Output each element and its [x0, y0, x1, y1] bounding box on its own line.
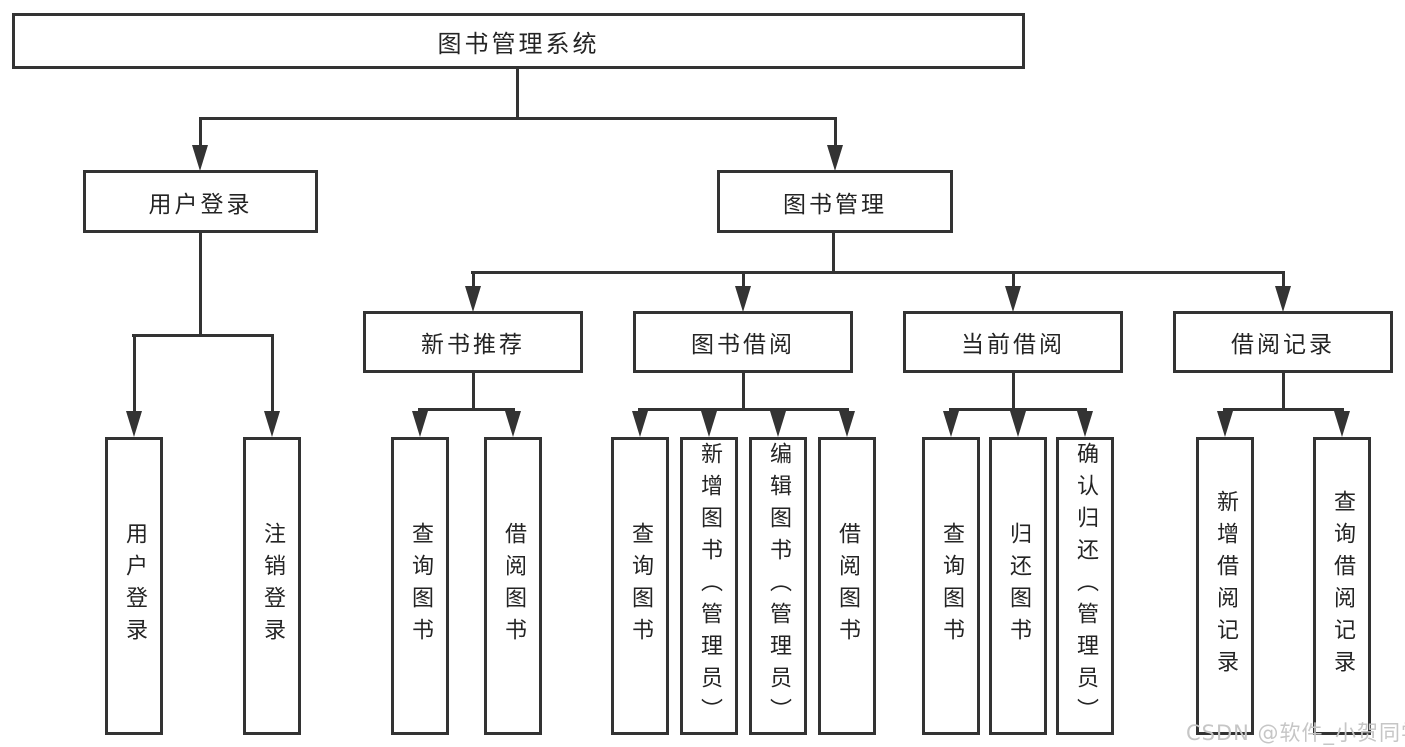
- leaf-add-borrow-record: 新增借阅记录: [1196, 437, 1254, 735]
- leaf-query-books-borrowing: 查询图书: [611, 437, 669, 735]
- connector-vline: [472, 271, 475, 287]
- connector-vline: [1012, 373, 1015, 410]
- node-label: 归还图书: [1006, 522, 1031, 650]
- connector-vline: [832, 233, 835, 273]
- leaf-edit-books-admin: 编辑图书（管理员）: [749, 437, 807, 735]
- connector-vline: [834, 117, 837, 147]
- connector-vline: [1282, 373, 1285, 410]
- node-label: 注销登录: [260, 522, 285, 650]
- arrow-down-icon: [1217, 411, 1233, 437]
- leaf-borrow-books-recommend: 借阅图书: [484, 437, 542, 735]
- arrow-down-icon: [1275, 286, 1291, 312]
- arrow-down-icon: [412, 411, 428, 437]
- node-label: 新书推荐: [421, 332, 525, 358]
- node-label: 借阅图书: [835, 522, 860, 650]
- node-label: 查询借阅记录: [1330, 490, 1355, 682]
- arrow-down-icon: [465, 286, 481, 312]
- arrow-down-icon: [943, 411, 959, 437]
- connector-hline: [199, 117, 836, 120]
- connector-vline: [472, 373, 475, 410]
- node-label: 确认归还（管理员）: [1073, 442, 1098, 730]
- arrow-down-icon: [839, 411, 855, 437]
- connector-vline: [271, 334, 274, 414]
- connector-hline: [638, 408, 849, 411]
- arrow-down-icon: [632, 411, 648, 437]
- connector-hline: [471, 271, 1285, 274]
- arrow-down-icon: [701, 411, 717, 437]
- node-label: 新增图书（管理员）: [697, 442, 722, 730]
- connector-vline: [199, 117, 202, 147]
- connector-vline: [1012, 271, 1015, 287]
- connector-vline: [742, 373, 745, 410]
- leaf-logout: 注销登录: [243, 437, 301, 735]
- node-label: 图书借阅: [691, 332, 795, 358]
- node-label: 图书管理系统: [437, 29, 600, 58]
- connector-hline: [1223, 408, 1344, 411]
- leaf-query-books-recommend: 查询图书: [391, 437, 449, 735]
- arrow-down-icon: [1077, 411, 1093, 437]
- node-label: 借阅记录: [1231, 332, 1335, 358]
- node-label: 借阅图书: [501, 522, 526, 650]
- node-book-borrowing: 图书借阅: [633, 311, 853, 373]
- arrow-down-icon: [192, 145, 208, 171]
- node-book-management: 图书管理: [717, 170, 953, 233]
- leaf-confirm-return-admin: 确认归还（管理员）: [1056, 437, 1114, 735]
- node-label: 查询图书: [939, 522, 964, 650]
- arrow-down-icon: [827, 145, 843, 171]
- node-label: 当前借阅: [961, 332, 1065, 358]
- arrow-down-icon: [264, 411, 280, 437]
- node-label: 编辑图书（管理员）: [766, 442, 791, 730]
- node-current-borrowing: 当前借阅: [903, 311, 1123, 373]
- leaf-query-books-current: 查询图书: [922, 437, 980, 735]
- node-label: 查询图书: [408, 522, 433, 650]
- leaf-return-books: 归还图书: [989, 437, 1047, 735]
- connector-vline: [516, 68, 519, 118]
- node-borrowing-records: 借阅记录: [1173, 311, 1393, 373]
- connector-vline: [1282, 271, 1285, 287]
- connector-hline: [418, 408, 515, 411]
- connector-vline: [742, 271, 745, 287]
- arrow-down-icon: [770, 411, 786, 437]
- arrow-down-icon: [1010, 411, 1026, 437]
- node-label: 图书管理: [783, 191, 887, 218]
- watermark: CSDN @软件_小贺同学: [1186, 721, 1405, 745]
- connector-hline: [132, 334, 274, 337]
- node-new-book-recommendation: 新书推荐: [363, 311, 583, 373]
- leaf-user-login: 用户登录: [105, 437, 163, 735]
- arrow-down-icon: [735, 286, 751, 312]
- arrow-down-icon: [126, 411, 142, 437]
- arrow-down-icon: [1334, 411, 1350, 437]
- arrow-down-icon: [1005, 286, 1021, 312]
- node-user-login: 用户登录: [83, 170, 318, 233]
- leaf-add-books-admin: 新增图书（管理员）: [680, 437, 738, 735]
- node-label: 查询图书: [628, 522, 653, 650]
- arrow-down-icon: [505, 411, 521, 437]
- leaf-borrow-books: 借阅图书: [818, 437, 876, 735]
- node-label: 用户登录: [148, 191, 253, 218]
- node-label: 用户登录: [122, 522, 147, 650]
- node-library-management-system: 图书管理系统: [12, 13, 1025, 69]
- leaf-query-borrow-record: 查询借阅记录: [1313, 437, 1371, 735]
- connector-vline: [199, 233, 202, 336]
- node-label: 新增借阅记录: [1213, 490, 1238, 682]
- connector-vline: [133, 334, 136, 414]
